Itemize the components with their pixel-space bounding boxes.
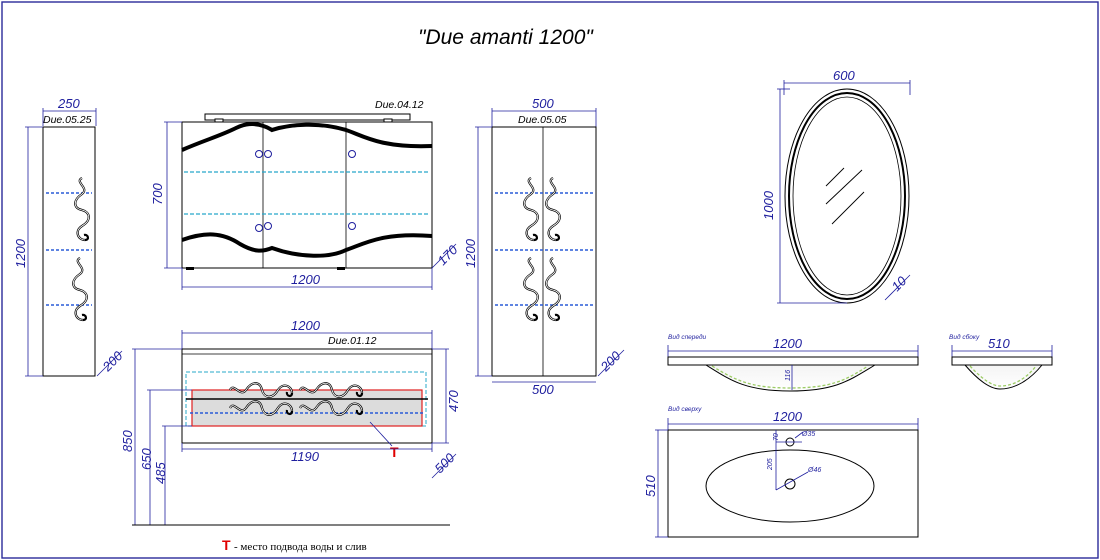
vanity-inner-width: 1190 (291, 449, 320, 464)
basin-side-label: Вид сбоку (949, 333, 980, 341)
vanity-drawer-height: 650 (139, 448, 154, 470)
vanity-code: Due.01.12 (328, 335, 377, 347)
mirror-cabinet-offset: 170 (435, 242, 461, 268)
basin-front-depth: 116 (785, 370, 792, 381)
cabinet-right-width-top: 500 (532, 96, 554, 111)
basin-top-depth: 510 (643, 475, 658, 497)
cabinet-left-width: 250 (57, 96, 80, 111)
basin-top-label: Вид сверху (668, 405, 702, 413)
basin-top-drain-diameter: Ø46 (807, 467, 821, 474)
basin-front-label: Вид спереди (668, 333, 707, 341)
legend-mark: T (222, 537, 231, 553)
basin-side-view: Вид сбоку 510 (949, 333, 1053, 390)
vanity-total-height: 850 (120, 430, 135, 452)
cabinet-right-height: 1200 (463, 238, 478, 268)
plumbing-mark: T (390, 444, 399, 460)
mirror: 600 1000 10 (761, 68, 911, 304)
basin-top-drain-offset: 205 (767, 458, 774, 471)
vanity-depth: 500 (432, 450, 458, 476)
basin-top-hole-diameter: Ø35 (801, 431, 815, 438)
basin-top-hole-offset: 70 (773, 433, 780, 441)
mirror-cabinet-width: 1200 (291, 272, 321, 287)
legend: T - место подвода воды и слив (222, 537, 367, 553)
vanity: 1200 Due.01.12 T 1190 470 500 850 650 48… (120, 318, 461, 526)
cabinet-right-code: Due.05.05 (518, 114, 567, 126)
mirror-depth: 10 (889, 273, 910, 294)
basin-front-width: 1200 (773, 336, 803, 351)
mirror-cabinet: Due.04.12 700 1200 170 (150, 99, 461, 290)
basin-side-width: 510 (988, 336, 1010, 351)
mirror-width: 600 (833, 68, 855, 83)
vanity-front-height: 470 (446, 390, 461, 412)
mirror-cabinet-height: 700 (150, 183, 165, 205)
mirror-height: 1000 (761, 190, 776, 220)
cabinet-right: 500 Due.05.05 1200 500 200 (463, 96, 625, 397)
basin-top-width: 1200 (773, 409, 803, 424)
basin-top-view: Вид сверху 1200 70 Ø35 205 Ø46 510 (643, 405, 919, 538)
cabinet-right-depth: 200 (597, 348, 624, 375)
basin-front-view: Вид спереди 1200 116 (667, 333, 919, 392)
cabinet-left: 250 Due.05.25 1200 200 (13, 96, 126, 377)
cabinet-right-width-bottom: 500 (532, 382, 554, 397)
cabinet-left-depth: 200 (99, 348, 126, 375)
drawing-title: "Due amanti 1200" (418, 26, 594, 49)
cabinet-left-code: Due.05.25 (43, 114, 92, 126)
legend-text: - место подвода воды и слив (234, 541, 367, 553)
cabinet-left-height: 1200 (13, 238, 28, 268)
vanity-plinth-height: 485 (153, 462, 168, 484)
mirror-cabinet-code: Due.04.12 (375, 99, 424, 111)
vanity-width: 1200 (291, 318, 321, 333)
